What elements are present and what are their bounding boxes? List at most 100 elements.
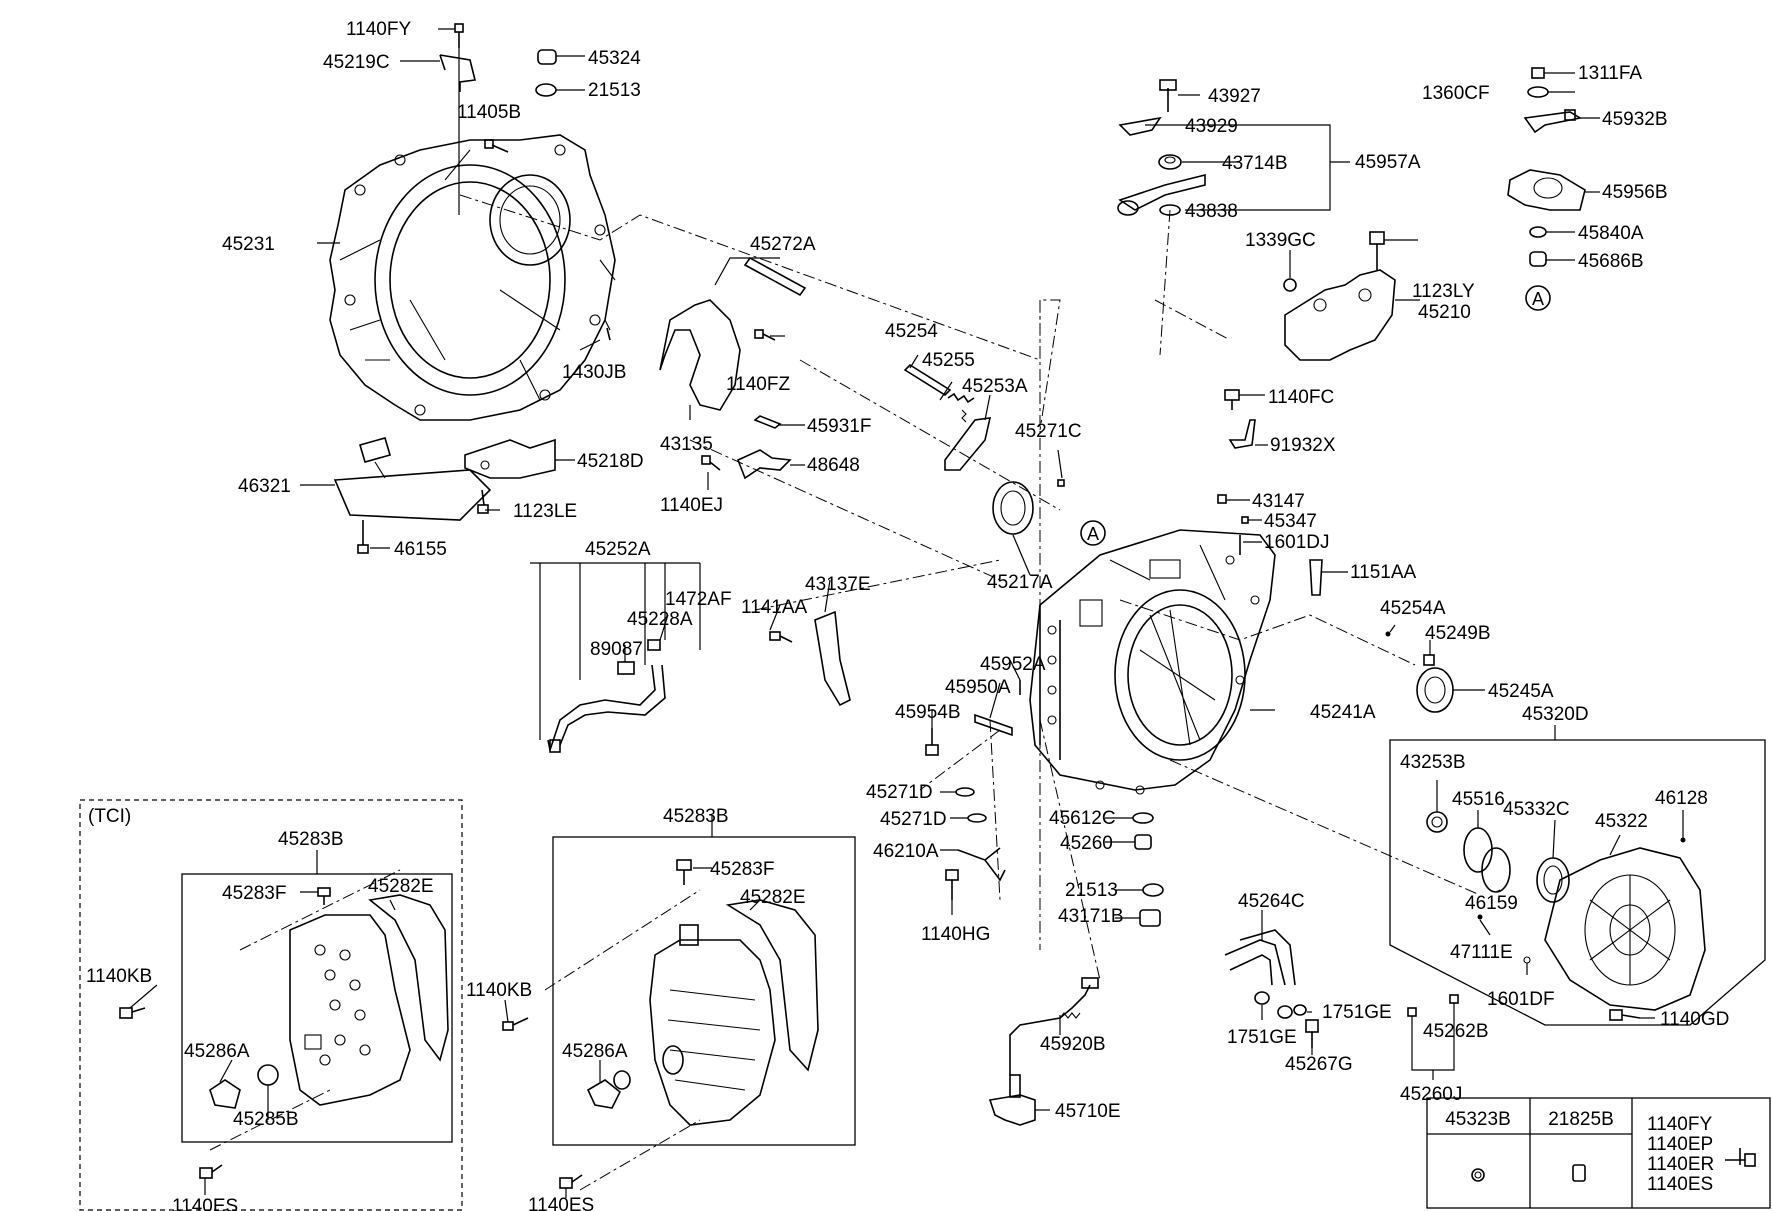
plug-43171B-icon (1139, 909, 1161, 927)
bracket-91932X-icon (1228, 419, 1256, 449)
plug-45324-icon (537, 49, 557, 65)
deflector-43135-icon (659, 299, 741, 411)
valve-body-tci-icon (289, 914, 411, 1106)
legend-col3-line1: 1140FY (1647, 1114, 1712, 1135)
label-43137E: 43137E (805, 574, 871, 595)
detent-lever-45253A-icon (944, 409, 992, 471)
part-labels: 1140FY 45219C 45324 21513 11405B 45231 4… (86, 19, 1729, 1211)
label-45283B-tci: 45283B (278, 829, 344, 850)
pin-45254A-icon (1385, 631, 1391, 637)
label-45840A: 45840A (1578, 223, 1644, 244)
label-46159: 46159 (1465, 893, 1518, 914)
label-45283F-tci: 45283F (222, 883, 286, 904)
sensor-45710E-icon (988, 1074, 1036, 1126)
label-11405B: 11405B (457, 102, 521, 123)
converter-housing-45231 (329, 134, 616, 421)
bolt-1140FZ-icon (754, 329, 776, 341)
plug-45249B-icon (1423, 654, 1435, 666)
label-45931F: 45931F (807, 416, 871, 437)
seal-45332C-icon (1536, 857, 1570, 903)
washer-1360CF-icon (1527, 86, 1549, 98)
reference-circle-a-case: A (1080, 520, 1106, 546)
label-21513-top: 21513 (588, 80, 641, 101)
label-45332C: 45332C (1503, 799, 1570, 820)
label-45210: 45210 (1418, 302, 1471, 323)
label-45954B: 45954B (895, 702, 961, 723)
pipe-45264C-icon (1224, 929, 1296, 986)
bracket-45950A-icon (974, 713, 1013, 737)
label-45245A: 45245A (1488, 681, 1554, 702)
pin-45272A-icon (743, 256, 807, 297)
bolt-1140KBa-icon (119, 1007, 146, 1019)
label-47111E: 47111E (1450, 942, 1513, 963)
label-45255: 45255 (922, 350, 975, 371)
clip-43929-icon (1118, 116, 1162, 136)
label-45253A: 45253A (962, 376, 1028, 397)
label-1472AF: 1472AF (665, 589, 732, 610)
bolt-1141AA-icon (769, 631, 793, 643)
legend-table (1426, 1097, 1771, 1209)
label-89087: 89087 (590, 639, 643, 660)
pin-1601DF-icon (1523, 956, 1531, 964)
bolt-1140ESa-icon (199, 1164, 223, 1179)
clip-89087-icon (617, 661, 635, 675)
legend-col3-line4: 1140ES (1647, 1174, 1713, 1195)
label-43135: 43135 (660, 434, 713, 455)
plug-45283Fa-icon (317, 887, 331, 905)
label-1601DJ: 1601DJ (1264, 532, 1330, 553)
plug-45283Fb-icon (676, 859, 692, 885)
label-1751GE-a: 1751GE (1322, 1002, 1392, 1023)
label-45254: 45254 (885, 321, 938, 342)
seal-43714B-icon (1158, 154, 1182, 170)
oil-filter-46321-icon (333, 437, 492, 521)
label-48648: 48648 (807, 455, 860, 476)
label-45254A: 45254A (1380, 598, 1446, 619)
label-45686B: 45686B (1578, 251, 1644, 272)
label-45267G: 45267G (1285, 1054, 1353, 1075)
oring-45516-icon (1463, 827, 1493, 873)
strainer-45286Aa-icon (209, 1079, 241, 1109)
label-46210A: 46210A (873, 841, 939, 862)
oring-45285B-icon (257, 1064, 279, 1086)
label-46155: 46155 (394, 539, 447, 560)
label-45252A: 45252A (585, 539, 651, 560)
legend-bushing-icon (1572, 1164, 1586, 1182)
label-45231: 45231 (222, 234, 275, 255)
reference-a-label-top: A (1532, 289, 1544, 309)
gasket-45282Ea-icon (368, 894, 449, 1062)
rod-45254-icon (903, 363, 952, 397)
reference-a-label-case: A (1087, 524, 1099, 544)
nut-1311FA-icon (1531, 67, 1545, 79)
legend-bolt-icon (1725, 1148, 1756, 1167)
label-43929: 43929 (1185, 116, 1238, 137)
oil-seal-45245A-icon (1416, 667, 1454, 713)
label-1140GD: 1140GD (1660, 1009, 1729, 1030)
bolt-1140FC-icon (1224, 389, 1240, 410)
label-45241A: 45241A (1310, 702, 1376, 723)
label-45249B: 45249B (1425, 623, 1491, 644)
bolt-1123LY-icon (1369, 231, 1385, 270)
label-45710E: 45710E (1055, 1101, 1121, 1122)
label-45956B: 45956B (1602, 182, 1668, 203)
oring-46159-icon (1481, 847, 1511, 893)
fastener-1140FY-icon (454, 23, 464, 48)
spring-45255-icon (947, 392, 975, 404)
box-45320D (1389, 739, 1766, 1026)
pin-1430JB-icon (606, 327, 611, 341)
label-45320D: 45320D (1522, 704, 1589, 725)
bolt-1140HG-icon (945, 869, 959, 900)
label-21513-bottom: 21513 (1065, 880, 1118, 901)
bracket-45219C-icon (439, 54, 476, 92)
plug-45260-icon (1134, 834, 1152, 850)
spring-45931F-icon (753, 415, 782, 429)
label-45286A-std: 45286A (562, 1041, 628, 1062)
label-45271D-b: 45271D (880, 809, 947, 830)
label-45950A: 45950A (945, 677, 1011, 698)
legend-col2-header: 21825B (1548, 1109, 1614, 1130)
legend-col1-header: 45323B (1445, 1109, 1511, 1130)
label-45260: 45260 (1060, 833, 1113, 854)
label-1140KB-std: 1140KB (466, 980, 532, 1001)
lever-46210A-icon (957, 847, 1006, 882)
label-45262B: 45262B (1423, 1021, 1489, 1042)
label-1311FA: 1311FA (1578, 63, 1642, 84)
